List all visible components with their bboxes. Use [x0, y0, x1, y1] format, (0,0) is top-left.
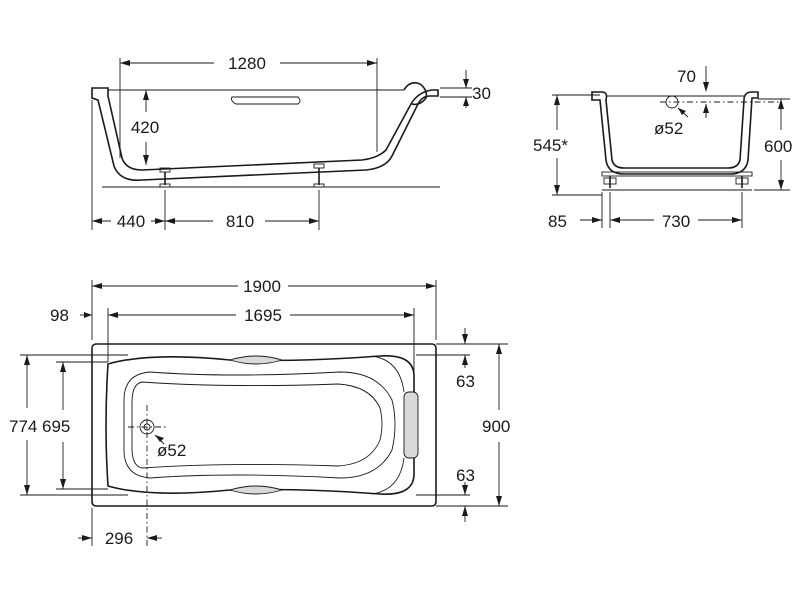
side-view: 1280 420 30 440 810	[91, 54, 491, 231]
plan-handle-top	[230, 356, 282, 364]
handle-slot-side	[231, 96, 301, 105]
dim-900: 900	[482, 417, 510, 436]
dim-545: 545*	[533, 136, 568, 155]
dim-1695: 1695	[244, 306, 282, 325]
plan-dim-drain: ø52	[157, 441, 186, 460]
dim-810: 810	[226, 212, 254, 231]
plan-view: ø52 1900 1695 98 774 69	[9, 277, 510, 548]
dim-420: 420	[131, 118, 159, 137]
dim-70: 70	[677, 67, 696, 86]
end-drain-circle	[665, 95, 679, 109]
plan-outer-rim	[91, 343, 437, 507]
dim-98: 98	[50, 306, 69, 325]
side-legs	[159, 163, 325, 188]
headrest-side	[403, 82, 428, 106]
dim-600: 600	[764, 137, 792, 156]
dim-296: 296	[105, 529, 133, 548]
dim-695: 695	[42, 417, 70, 436]
end-dim-drain: ø52	[654, 119, 683, 138]
dim-774: 774	[9, 417, 37, 436]
tub-side-outline	[91, 87, 439, 182]
end-legs	[601, 171, 753, 188]
dim-30: 30	[472, 84, 491, 103]
dim-63-top: 63	[456, 372, 475, 391]
tub-end-outline	[591, 91, 759, 175]
dim-85: 85	[548, 212, 567, 231]
dim-440: 440	[117, 212, 145, 231]
plan-basin-bottom	[123, 371, 396, 479]
plan-headrest	[404, 392, 418, 458]
plan-handle-bottom	[230, 486, 282, 494]
end-view: 70 ø52 545* 600 85 730	[533, 66, 792, 231]
dim-1280: 1280	[228, 54, 266, 73]
dim-730: 730	[662, 212, 690, 231]
dim-63-bottom: 63	[456, 466, 475, 485]
dim-1900: 1900	[243, 277, 281, 296]
